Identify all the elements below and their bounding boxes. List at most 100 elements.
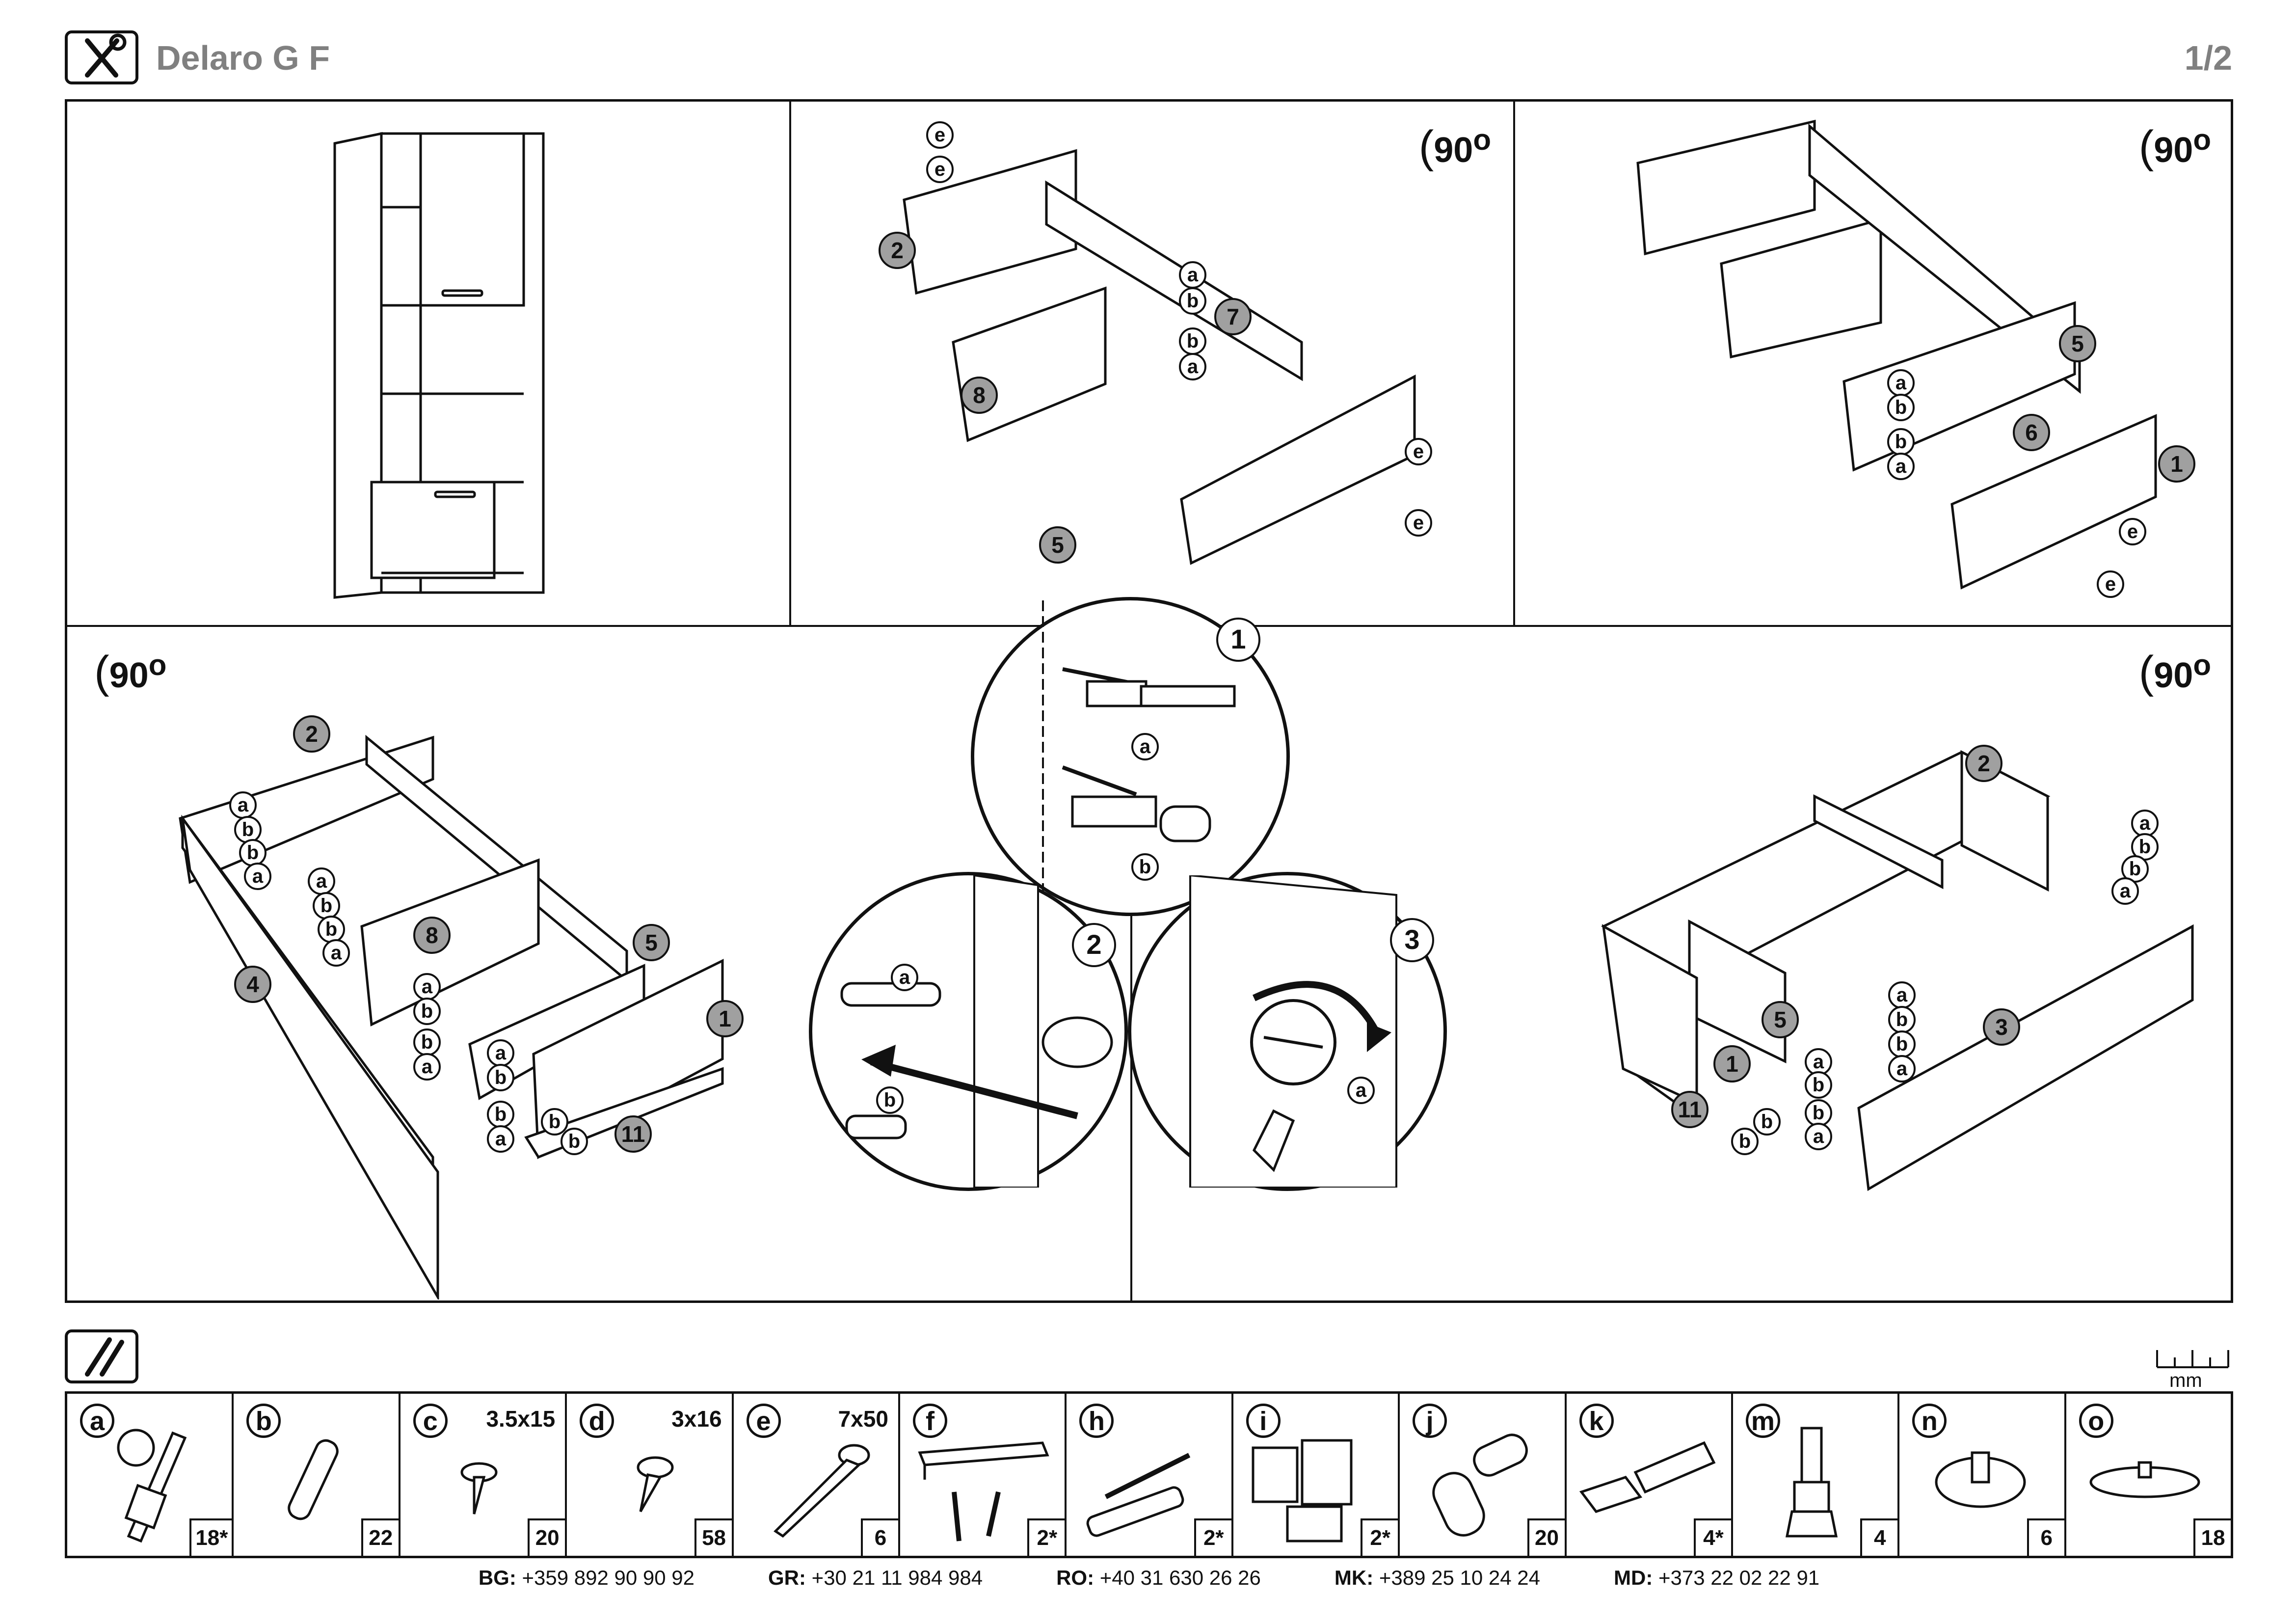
panel-step-d: (90o 2 5 3 1 11 a b b a a b b a a b b a … xyxy=(1132,627,2233,1303)
connector-e-label: e xyxy=(2119,518,2146,545)
hardware-item-h: h 2* xyxy=(1067,1394,1233,1556)
connector-a-label: a xyxy=(322,939,350,967)
dowel-icon xyxy=(288,1439,339,1520)
part-1-label: 1 xyxy=(1713,1045,1751,1083)
part-2-label: 2 xyxy=(293,715,330,753)
connector-b-label: b xyxy=(876,1086,904,1114)
part-5-label: 5 xyxy=(633,924,670,961)
connector-a-label: a xyxy=(487,1039,514,1067)
hardware-qty: 18 xyxy=(2193,1518,2231,1556)
hardware-qty: 2* xyxy=(1027,1518,1065,1556)
contact-ro: RO: +40 31 630 26 26 xyxy=(1056,1566,1261,1589)
connector-e-label: e xyxy=(1405,509,1432,537)
connector-b-label: b xyxy=(1753,1108,1781,1136)
hardware-item-k: k 4* xyxy=(1567,1394,1733,1556)
cap-icon xyxy=(2089,1461,2200,1498)
hardware-qty: 2* xyxy=(1194,1518,1231,1556)
leveling-foot-icon xyxy=(1785,1427,1838,1538)
connector-e-label: e xyxy=(1405,438,1432,465)
hardware-size: 3x16 xyxy=(671,1406,722,1432)
contact-bg: BG: +359 892 90 90 92 xyxy=(478,1566,694,1589)
shelf-pin-icon xyxy=(1432,1434,1528,1537)
connector-b-label: b xyxy=(234,816,262,843)
connector-a-label: a xyxy=(1131,733,1159,760)
part-6-label: 6 xyxy=(2013,414,2050,451)
hardware-qty: 2* xyxy=(1361,1518,1398,1556)
hardware-qty: 58 xyxy=(694,1518,732,1556)
hardware-qty: 4 xyxy=(1860,1518,1898,1556)
ruler-icon xyxy=(2155,1345,2231,1394)
hardware-letter: a xyxy=(80,1404,114,1438)
hardware-item-m: m 4 xyxy=(1733,1394,1900,1556)
page-number: 1/2 xyxy=(2184,39,2232,77)
rotate-90-indicator: (90o xyxy=(2138,122,2211,172)
part-2-label: 2 xyxy=(1965,745,2002,782)
part-4-label: 4 xyxy=(234,966,271,1003)
connector-a-label: a xyxy=(487,1125,514,1153)
part-5-label: 5 xyxy=(2059,325,2096,362)
hardware-letter: j xyxy=(1413,1404,1447,1438)
connector-b-label: b xyxy=(1731,1128,1759,1155)
connector-b-label: b xyxy=(561,1128,588,1155)
ruler-unit-label: mm xyxy=(2169,1370,2202,1391)
hardware-item-e: e 7x50 6 xyxy=(734,1394,900,1556)
page-title: Delaro G F xyxy=(156,39,330,77)
connector-b-label: b xyxy=(487,1101,514,1128)
hardware-item-c: c 3.5x15 20 xyxy=(400,1394,567,1556)
detail-step-3-label: 3 xyxy=(1390,918,1434,962)
connector-a-label: a xyxy=(1805,1123,1832,1150)
contact-md: MD: +373 22 02 22 91 xyxy=(1614,1566,1820,1589)
cam-bolt-icon xyxy=(117,1429,187,1543)
hardware-letter: e xyxy=(746,1404,781,1438)
connector-a-label: a xyxy=(1347,1077,1375,1104)
connector-a-label: a xyxy=(1179,261,1206,289)
connector-b-label: b xyxy=(541,1108,568,1136)
hardware-letter: k xyxy=(1579,1404,1614,1438)
rotate-90-indicator: (90o xyxy=(94,647,167,697)
hardware-item-f: f 2* xyxy=(900,1394,1067,1556)
hardware-item-n: n 6 xyxy=(1899,1394,2066,1556)
hardware-item-j: j 20 xyxy=(1400,1394,1567,1556)
hardware-qty: 6 xyxy=(2027,1518,2064,1556)
hardware-item-d: d 3x16 58 xyxy=(567,1394,734,1556)
detail-circle-2: a b xyxy=(809,872,1128,1191)
part-8-label: 8 xyxy=(961,377,998,414)
hardware-qty: 4* xyxy=(1693,1518,1731,1556)
hardware-qty: 6 xyxy=(860,1518,898,1556)
connector-b-label: b xyxy=(413,1029,441,1056)
hardware-letter: c xyxy=(413,1404,448,1438)
hardware-qty: 20 xyxy=(528,1518,565,1556)
hardware-letter: h xyxy=(1079,1404,1114,1438)
part-7-label: 7 xyxy=(1214,298,1252,335)
part-11-label: 11 xyxy=(1671,1091,1709,1128)
connector-a-label: a xyxy=(2111,877,2139,905)
connector-b-label: b xyxy=(2121,855,2149,883)
part-1-label: 1 xyxy=(2158,445,2195,483)
connector-a-label: a xyxy=(1888,1055,1916,1083)
connector-e-label: e xyxy=(2097,570,2124,598)
connector-b-label: b xyxy=(1887,394,1915,421)
part-11-label: 11 xyxy=(614,1115,652,1153)
hardware-icon xyxy=(65,1329,138,1383)
connector-a-label: a xyxy=(2131,810,2159,837)
connector-a-label: a xyxy=(308,867,335,895)
connector-a-label: a xyxy=(1805,1048,1832,1076)
hardware-item-a: a 18* xyxy=(67,1394,234,1556)
connector-a-label: a xyxy=(413,973,441,1001)
hardware-size: 7x50 xyxy=(838,1406,888,1432)
hardware-letter: m xyxy=(1745,1404,1780,1438)
panel-step-b: (90o 5 6 1 a b b a e e xyxy=(1515,102,2233,627)
connector-e-label: e xyxy=(926,121,954,149)
detail-circle-3: a xyxy=(1128,872,1447,1191)
detail-step-1-label: 1 xyxy=(1216,618,1260,662)
connector-a-label: a xyxy=(891,964,918,991)
contact-mk: MK: +389 25 10 24 24 xyxy=(1334,1566,1541,1589)
connector-a-label: a xyxy=(244,863,271,890)
hardware-letter: i xyxy=(1246,1404,1281,1438)
tools-icon xyxy=(65,30,138,84)
connector-b-label: b xyxy=(1805,1099,1832,1127)
hardware-qty: 18* xyxy=(189,1518,232,1556)
part-5-label: 5 xyxy=(1039,526,1076,564)
hardware-item-b: b 22 xyxy=(234,1394,400,1556)
hardware-item-i: i 2* xyxy=(1233,1394,1400,1556)
